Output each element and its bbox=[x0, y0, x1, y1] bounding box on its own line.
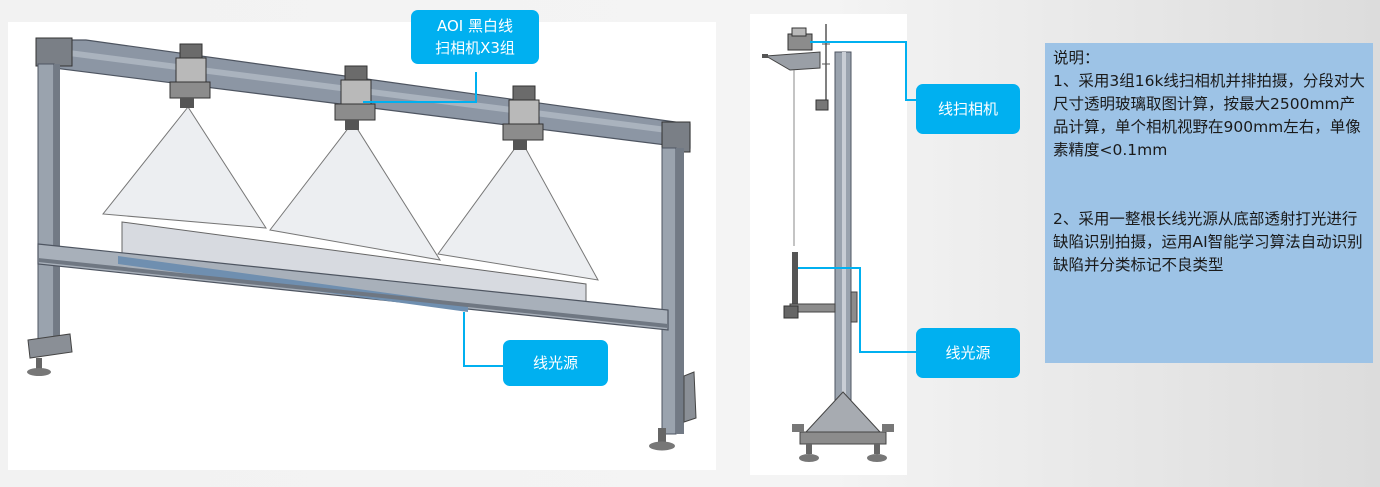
left-foot bbox=[27, 333, 73, 359]
top-right-corner-block bbox=[661, 121, 691, 153]
camera-1 bbox=[169, 43, 211, 108]
view-cone-1 bbox=[102, 106, 267, 229]
right-post bbox=[661, 147, 677, 435]
left-post bbox=[37, 63, 55, 349]
callout-camera-side: 线扫相机 bbox=[916, 84, 1020, 134]
front-view-panel bbox=[8, 22, 716, 470]
camera-mount-plate bbox=[764, 51, 821, 71]
leader-camera-group bbox=[363, 72, 477, 103]
leader-camera-side bbox=[810, 41, 916, 101]
camera-2 bbox=[334, 65, 376, 130]
note-title: 说明： bbox=[1053, 49, 1100, 67]
callout-light-front: 线光源 bbox=[503, 340, 608, 386]
side-view-panel bbox=[750, 14, 916, 475]
camera-3 bbox=[502, 85, 544, 150]
callout-light-side: 线光源 bbox=[916, 328, 1020, 378]
callout-camera-group: AOI 黑白线 扫相机X3组 bbox=[411, 10, 539, 64]
view-cone-2 bbox=[269, 121, 442, 261]
leader-light-side bbox=[798, 267, 916, 353]
top-left-corner-block bbox=[35, 37, 73, 67]
note-item-1: 1、采用3组16k线扫相机并排拍摄，分段对大尺寸透明玻璃取图计算，按最大2500… bbox=[1053, 72, 1365, 159]
right-foot bbox=[683, 371, 697, 423]
side-view-drawing bbox=[762, 24, 916, 462]
view-cone-3 bbox=[437, 139, 599, 281]
explanation-note: 说明： 1、采用3组16k线扫相机并排拍摄，分段对大尺寸透明玻璃取图计算，按最大… bbox=[1045, 43, 1373, 363]
side-light-bar bbox=[792, 252, 798, 312]
leader-light-front bbox=[463, 312, 503, 367]
note-item-2: 2、采用一整根长线光源从底部透射打光进行缺陷识别拍摄，运用AI智能学习算法自动识… bbox=[1053, 210, 1363, 274]
side-base-plate bbox=[804, 391, 882, 433]
front-view-drawing bbox=[27, 37, 697, 451]
